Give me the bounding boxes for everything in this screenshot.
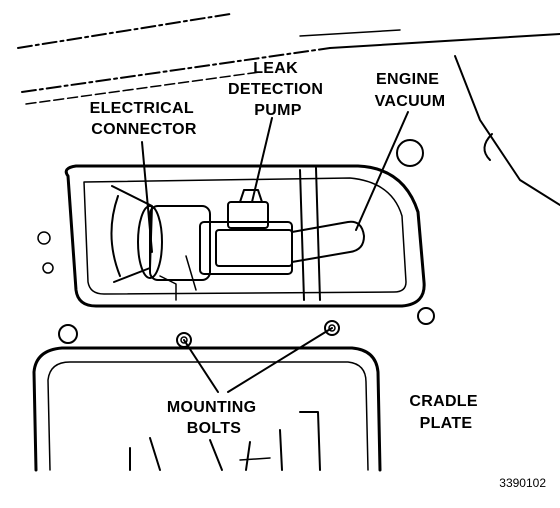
label-engine-vacuum: ENGINE VACUUM xyxy=(375,71,446,110)
frame-holes xyxy=(37,133,493,274)
pump-assembly xyxy=(110,167,365,301)
leader-leak-detection-pump xyxy=(251,117,273,203)
leader-engine-vacuum xyxy=(355,111,409,231)
leader-mounting-bolts-left xyxy=(183,339,219,393)
access-opening xyxy=(64,164,426,308)
label-mounting-bolts: MOUNTING BOLTS xyxy=(167,399,261,437)
label-electrical-connector: ELECTRICAL CONNECTOR xyxy=(90,100,199,138)
label-leak-detection-pump: LEAK DETECTION PUMP xyxy=(228,60,328,119)
leader-mounting-bolts-right xyxy=(227,327,333,393)
figure-number: 3390102 xyxy=(499,476,546,490)
cradle-plate xyxy=(32,346,382,472)
mounting-bolt-right xyxy=(324,320,340,336)
label-cradle-plate: CRADLE PLATE xyxy=(409,393,482,432)
upper-body-panel xyxy=(17,13,560,206)
leader-electrical-connector xyxy=(141,141,153,253)
frame-bolts xyxy=(58,307,435,344)
leader-lines xyxy=(141,111,409,393)
